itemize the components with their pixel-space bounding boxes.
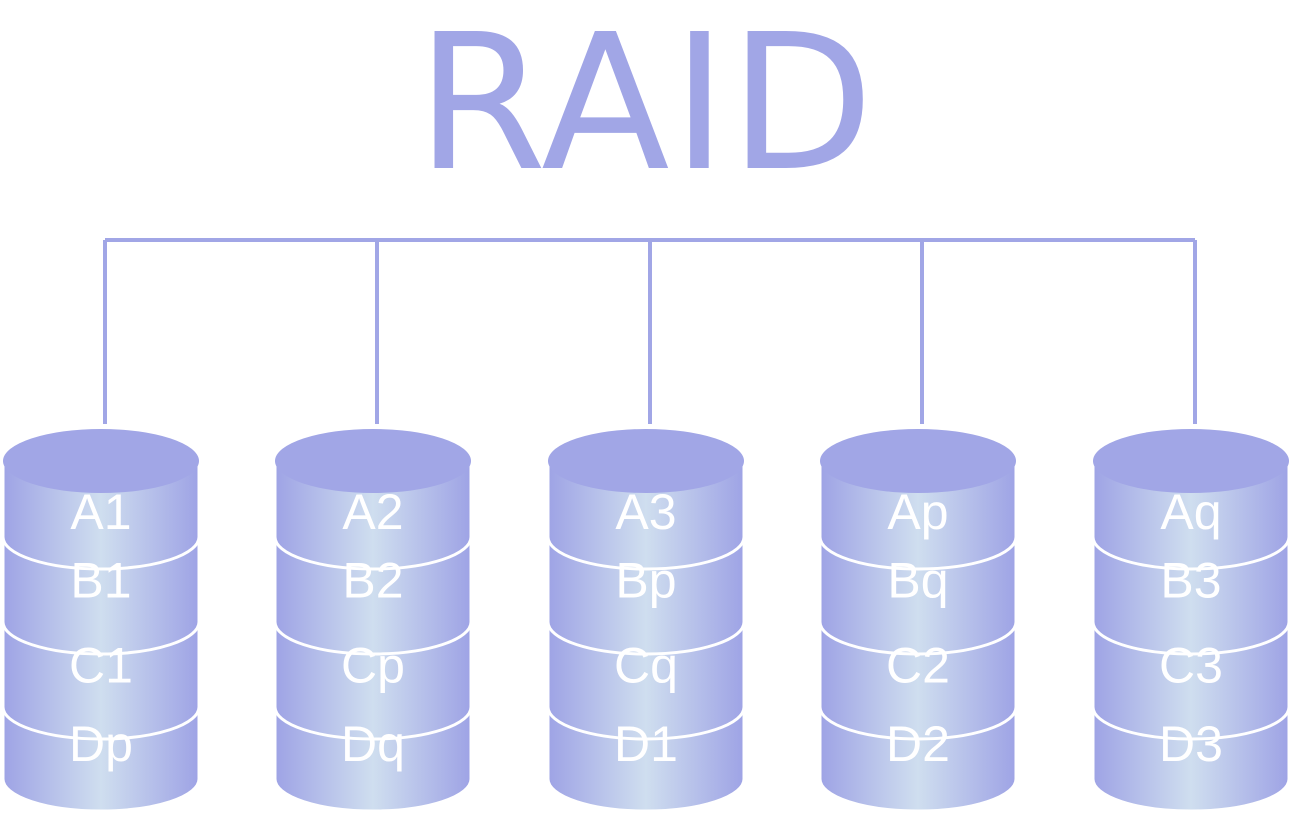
block-label: B3 [1160,553,1221,609]
block-label: Aq [1160,484,1221,540]
disk-top-cap [275,429,471,493]
block-label: Dp [69,716,133,772]
block-label: B2 [342,553,403,609]
disk-top-cap [548,429,744,493]
block-label: C3 [1159,638,1223,694]
block-label: D3 [1159,716,1223,772]
block-label: A3 [615,484,676,540]
block-label: Dq [341,716,405,772]
block-label: Bq [887,553,948,609]
disk-top-cap [1093,429,1289,493]
block-label: Cp [341,638,405,694]
block-label: A1 [70,484,131,540]
block-label: Cq [614,638,678,694]
raid-title: RAID [416,0,876,213]
block-label: C1 [69,638,133,694]
connector-lines [103,238,1197,424]
block-label: B1 [70,553,131,609]
disk-top-cap [820,429,1016,493]
block-label: A2 [342,484,403,540]
disk-top-cap [3,429,199,493]
block-label: D2 [886,716,950,772]
block-label: Ap [887,484,948,540]
block-label: D1 [614,716,678,772]
block-label: Bp [615,553,676,609]
block-label: C2 [886,638,950,694]
